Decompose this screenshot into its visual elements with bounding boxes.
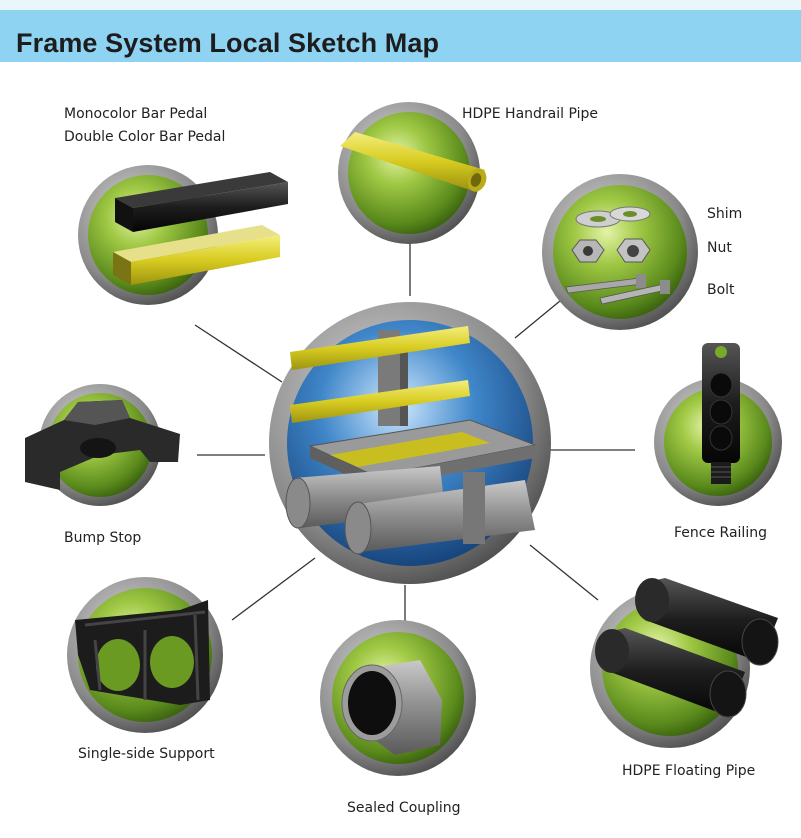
label-monocolor-bar-pedal: Monocolor Bar Pedal: [64, 106, 207, 122]
label-bolt: Bolt: [707, 282, 735, 298]
globe-hardware: [542, 174, 698, 330]
globe-support: [67, 577, 223, 733]
connector-hardware: [515, 296, 566, 338]
label-single-side-support: Single-side Support: [78, 746, 215, 762]
label-fence-railing: Fence Railing: [674, 525, 767, 541]
globe-center: [269, 302, 551, 584]
connector-pedal: [195, 325, 282, 382]
globe-handrail: [338, 102, 490, 244]
connector-support: [232, 558, 315, 620]
globe-pedal: [78, 165, 288, 305]
label-shim: Shim: [707, 206, 742, 222]
label-bump-stop: Bump Stop: [64, 530, 141, 546]
label-hdpe-floating-pipe: HDPE Floating Pipe: [622, 763, 755, 779]
globe-floating: [590, 578, 778, 748]
label-nut: Nut: [707, 240, 732, 256]
fence-railing-icon: [702, 343, 740, 484]
label-sealed-coupling: Sealed Coupling: [347, 800, 461, 816]
label-double-color-bar-pedal: Double Color Bar Pedal: [64, 129, 225, 145]
globe-fence: [654, 343, 782, 506]
globe-coupling: [320, 620, 476, 776]
label-hdpe-handrail-pipe: HDPE Handrail Pipe: [462, 106, 598, 122]
connector-floating: [530, 545, 598, 600]
globe-bump: [25, 384, 180, 506]
